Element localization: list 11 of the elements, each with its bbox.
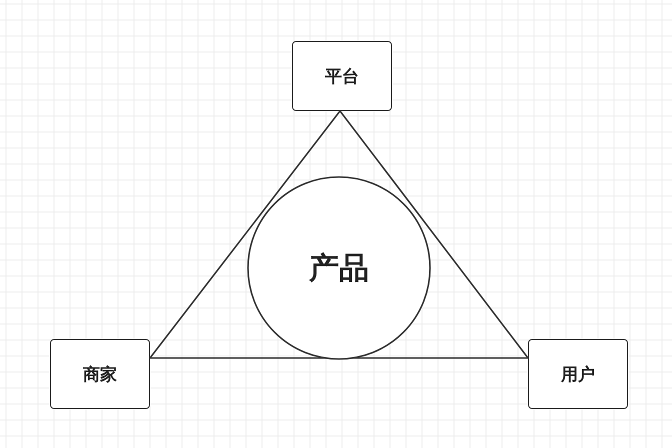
box-label: 平台 (325, 66, 359, 88)
role-box (292, 41, 392, 111)
triangle-side (149, 110, 341, 358)
triangle-side (150, 357, 528, 359)
box-label: 用户 (561, 364, 595, 386)
product-circle (247, 176, 431, 360)
circle-label: 产品 (309, 250, 369, 288)
role-box (50, 339, 150, 409)
role-box (528, 339, 628, 409)
box-label: 商家 (83, 364, 117, 386)
triangle-side (339, 110, 529, 358)
